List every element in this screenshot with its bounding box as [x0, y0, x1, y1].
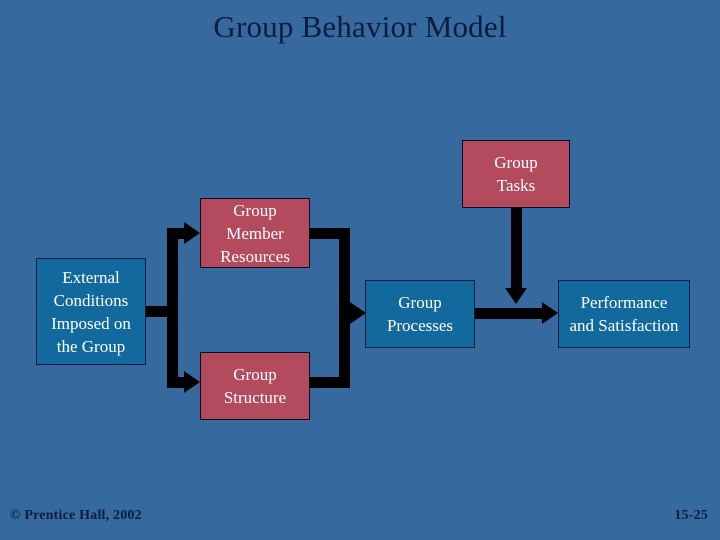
arrowhead-to-member — [184, 222, 200, 244]
node-external-conditions-label: External Conditions Imposed on the Group — [51, 267, 131, 356]
connector-processes-to-performance — [475, 308, 545, 319]
node-performance-and-satisfaction-label: Performance and Satisfaction — [569, 293, 679, 335]
node-group-structure-label: Group Structure — [223, 365, 287, 407]
connector-member-stub — [310, 228, 350, 239]
connector-external-to-structure — [167, 377, 189, 388]
connector-external-trunk — [167, 228, 178, 388]
node-group-tasks-label: Group Tasks — [494, 153, 538, 195]
node-group-processes[interactable]: Group Processes — [365, 280, 475, 348]
arrowhead-to-structure — [184, 371, 200, 393]
connector-structure-stub — [310, 377, 350, 388]
arrowhead-to-processes — [350, 302, 366, 324]
node-performance-and-satisfaction[interactable]: Performance and Satisfaction — [558, 280, 690, 348]
connector-external-to-member — [167, 228, 189, 239]
footer-page-number: 15-25 — [674, 508, 708, 523]
arrowhead-to-performance — [542, 302, 558, 324]
page-title: Group Behavior Model — [213, 9, 507, 44]
node-group-processes-label: Group Processes — [386, 293, 454, 335]
connector-external-stub — [146, 306, 178, 317]
node-group-member-resources[interactable]: Group Member Resources — [200, 198, 310, 268]
connector-tasks-down — [511, 208, 522, 290]
node-external-conditions[interactable]: External Conditions Imposed on the Group — [36, 258, 146, 365]
node-group-tasks[interactable]: Group Tasks — [462, 140, 570, 208]
footer-copyright: © Prentice Hall, 2002 — [10, 508, 142, 523]
connector-trunk-to-processes — [339, 308, 357, 319]
node-group-structure[interactable]: Group Structure — [200, 352, 310, 420]
node-group-member-resources-label: Group Member Resources — [220, 200, 290, 266]
arrowhead-tasks-down — [505, 288, 527, 304]
